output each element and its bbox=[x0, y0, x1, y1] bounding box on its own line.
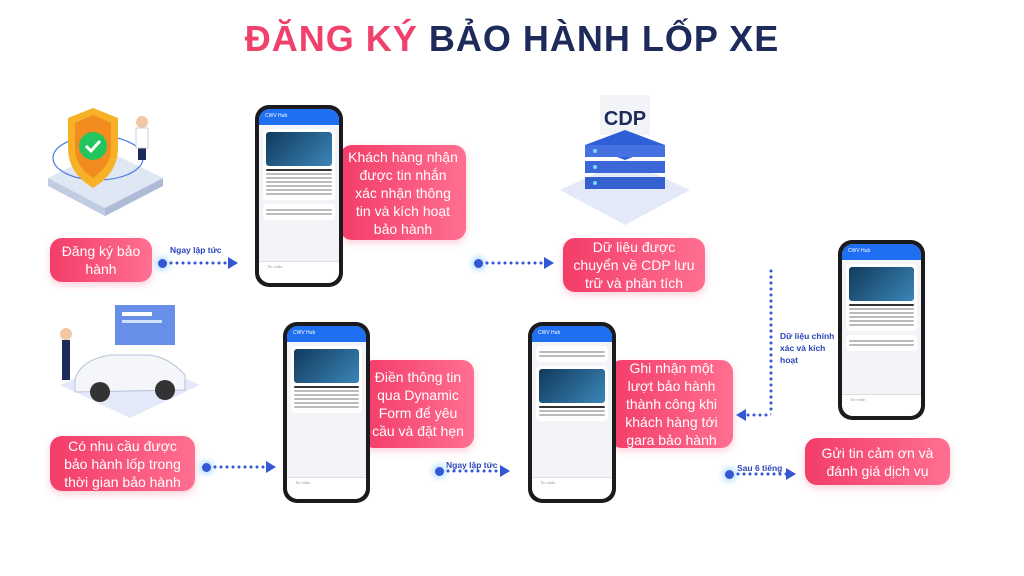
step-need-warranty: Có nhu cầu được bảo hành lốp trong thời … bbox=[50, 436, 195, 491]
arrow-head bbox=[736, 409, 746, 421]
arrow-label-immediately: Ngay lập tức bbox=[446, 460, 498, 470]
step-register-warranty: Đăng ký bảo hành bbox=[50, 238, 152, 282]
step-record-warranty: Ghi nhận một lượt bảo hành thành công kh… bbox=[610, 360, 733, 448]
svg-text:CDP: CDP bbox=[604, 108, 646, 130]
step-dynamic-form: Điền thông tin qua Dynamic Form để yêu c… bbox=[362, 360, 474, 448]
arrow-head bbox=[786, 468, 796, 480]
server-database-icon: CDP bbox=[560, 95, 690, 225]
step-data-to-cdp: Dữ liệu được chuyển về CDP lưu trữ và ph… bbox=[563, 238, 705, 292]
arrow-dots bbox=[212, 465, 268, 469]
arrow-dots bbox=[484, 261, 544, 265]
arrow-start bbox=[435, 467, 444, 476]
arrow-head bbox=[266, 461, 276, 473]
arrow-dots bbox=[445, 469, 501, 473]
page-title: ĐĂNG KÝ BẢO HÀNH LỐP XE bbox=[244, 18, 780, 59]
step-thank-you: Gửi tin cảm ơn và đánh giá dịch vụ bbox=[805, 438, 950, 485]
arrow-head bbox=[500, 465, 510, 477]
step-receive-confirmation: Khách hàng nhận được tin nhắn xác nhận t… bbox=[340, 145, 466, 240]
shield-check-icon bbox=[48, 108, 163, 216]
arrow-dots bbox=[745, 413, 771, 417]
arrow-start bbox=[725, 470, 734, 479]
arrow-label-data-accurate: Dữ liệu chính xác và kích hoạt bbox=[780, 331, 835, 365]
arrow-label-after-6h: Sau 6 tiếng bbox=[737, 463, 783, 473]
arrow-start bbox=[202, 463, 211, 472]
arrow-start bbox=[158, 259, 167, 268]
arrow-start bbox=[474, 259, 483, 268]
arrow-label-immediately: Ngay lập tức bbox=[170, 245, 222, 255]
car-icon bbox=[60, 305, 200, 418]
arrow-dots-vertical bbox=[769, 268, 773, 414]
arrow-head bbox=[228, 257, 238, 269]
arrow-dots bbox=[735, 472, 787, 476]
arrow-head bbox=[544, 257, 554, 269]
arrow-dots bbox=[168, 261, 228, 265]
